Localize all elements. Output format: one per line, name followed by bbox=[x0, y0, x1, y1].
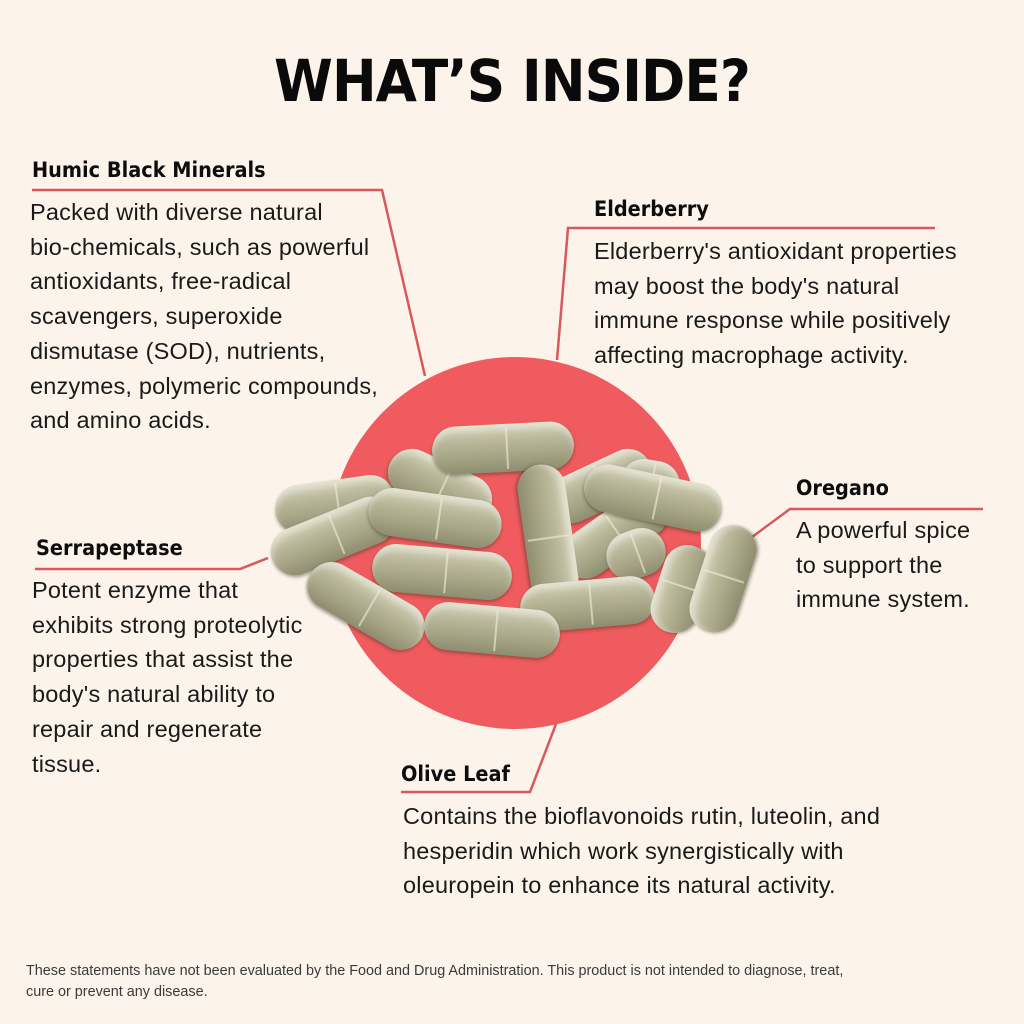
ingredient-description: Contains the bioflavonoids rutin, luteol… bbox=[403, 803, 881, 899]
ingredient-olive-leaf: Olive Leaf Contains the bioflavonoids ru… bbox=[401, 764, 961, 903]
ingredient-description: Packed with diverse natural bio-chemical… bbox=[30, 199, 378, 434]
ingredient-heading: Humic Black Minerals bbox=[32, 158, 266, 182]
ingredient-description: Elderberry's antioxidant properties may … bbox=[594, 238, 957, 369]
ingredient-heading: Serrapeptase bbox=[36, 536, 183, 560]
ingredient-heading: Oregano bbox=[796, 476, 889, 500]
ingredient-heading: Olive Leaf bbox=[401, 762, 510, 786]
ingredient-humic-black-minerals: Humic Black Minerals Packed with diverse… bbox=[30, 158, 412, 438]
ingredient-description: A powerful spice to support the immune s… bbox=[796, 517, 971, 613]
ingredient-heading: Elderberry bbox=[594, 197, 709, 221]
fda-disclaimer: These statements have not been evaluated… bbox=[26, 963, 844, 1000]
ingredient-description: Potent enzyme that exhibits strong prote… bbox=[32, 577, 303, 777]
ingredient-oregano: Oregano A powerful spice to support the … bbox=[796, 478, 1016, 617]
ingredient-serrapeptase: Serrapeptase Potent enzyme that exhibits… bbox=[32, 536, 356, 781]
page-title: WHAT’S INSIDE? bbox=[274, 47, 751, 115]
ingredient-elderberry: Elderberry Elderberry's antioxidant prop… bbox=[594, 199, 1014, 373]
